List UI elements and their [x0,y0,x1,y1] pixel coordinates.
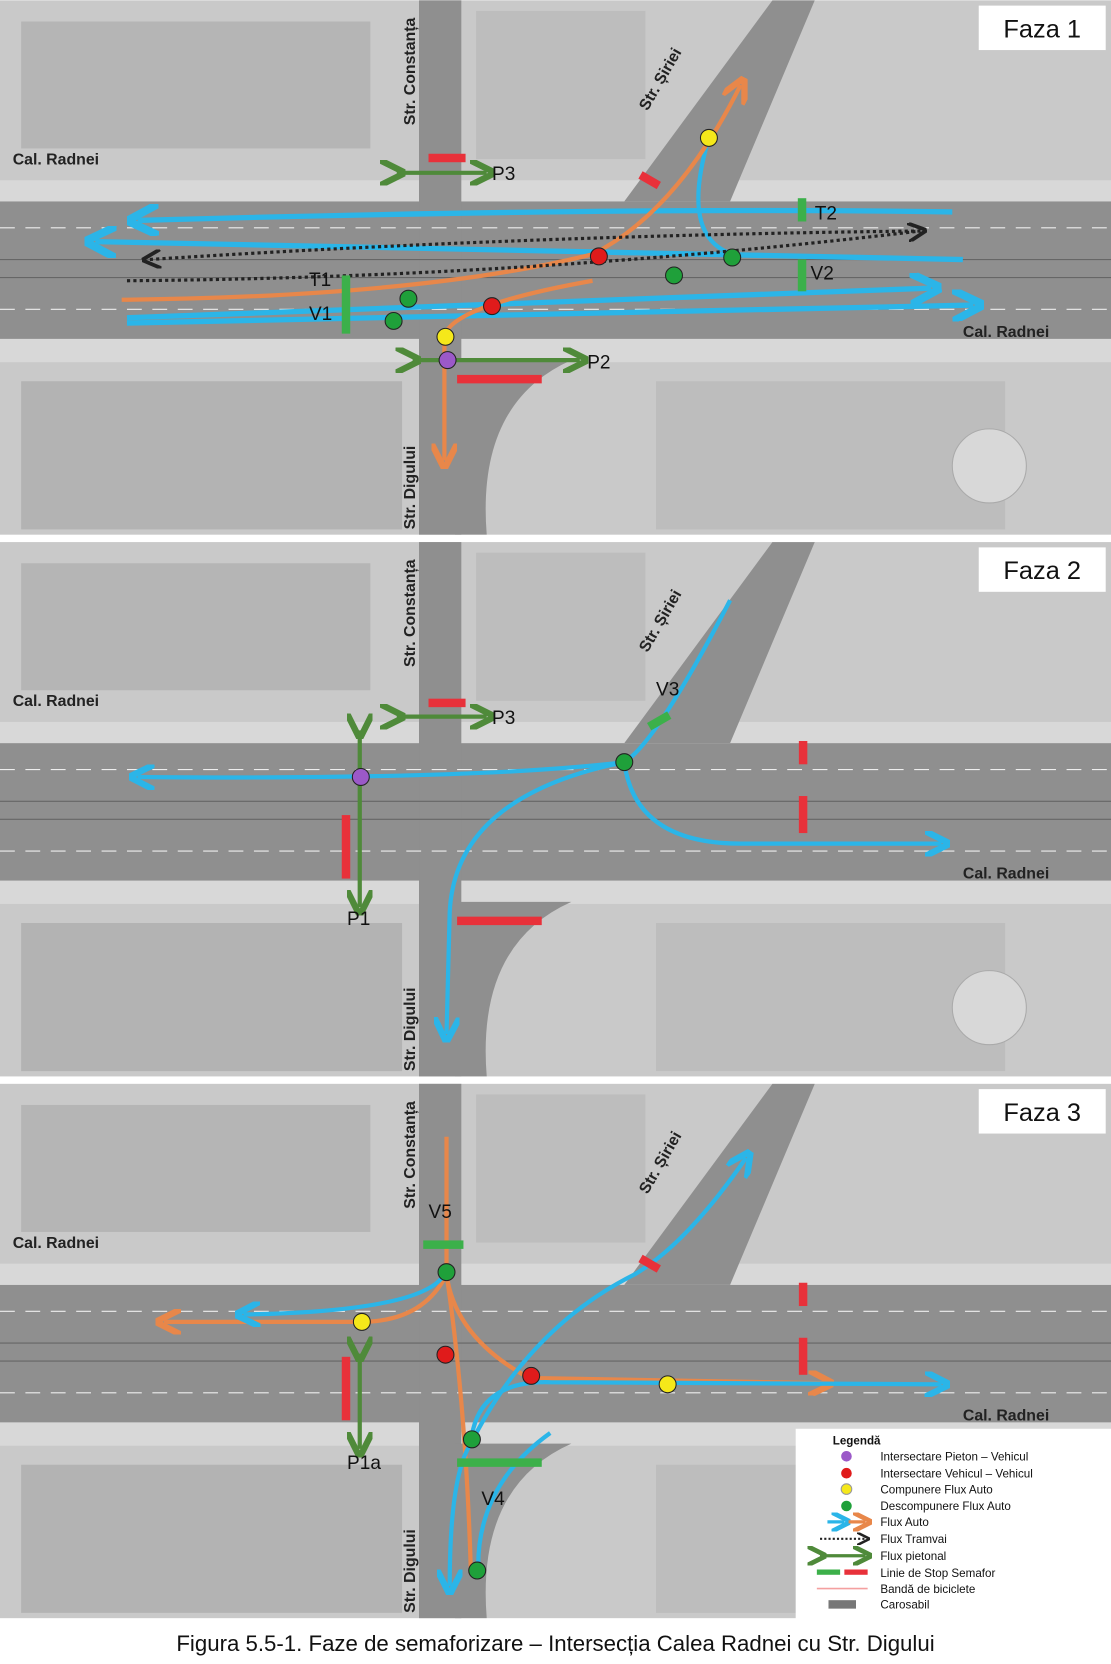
stop-line-green [457,1458,542,1467]
street-label-radnei-east: Cal. Radnei [963,324,1049,341]
phase-2-panel: Faza 2 Cal. Radnei Cal. Radnei Str. Cons… [0,541,1111,1077]
street-label-radnei-east: Cal. Radnei [963,866,1049,883]
conflict-points [384,128,742,370]
signal-label: P1a [347,1453,381,1474]
stop-line-red [798,741,808,765]
stop-line-red [798,1337,808,1375]
street-label-constanta: Str. Constanța [402,559,419,667]
auto-flow-arrow [450,1442,473,1587]
street-label-radnei-east: Cal. Radnei [963,1407,1049,1424]
street-label-radnei-west: Cal. Radnei [13,151,99,168]
street-label-digului: Str. Digului [402,987,419,1071]
auto-flow-arrow [126,288,931,321]
signal-label: V2 [811,264,834,285]
stop-line-red [341,1356,351,1421]
legend-item: Carosabil [880,1599,929,1612]
stop-line-red [457,916,542,926]
signal-label: P3 [492,708,515,729]
auto-flow-arrow [138,210,953,220]
stop-line-green [797,198,807,222]
legend-diverge-icon [841,1500,852,1512]
legend-item: Linie de Stop Semafor [880,1567,995,1580]
legend-item: Flux Auto [880,1516,928,1529]
legend-ped-veh-icon [841,1450,852,1462]
conflict-points [351,753,634,786]
auto-flow-arrow [468,1158,746,1445]
stop-line-red [798,1282,808,1307]
signal-label: P3 [492,164,515,185]
legend-item: Flux Tramvai [880,1533,947,1546]
legend-title: Legendă [833,1435,881,1448]
auto-flow-arrow [126,305,973,326]
legend-item: Compunere Flux Auto [880,1483,992,1496]
stop-line-red [798,796,808,834]
phase-3-panel: Faza 3 Cal. Radnei Cal. Radnei Str. Cons… [0,1083,1111,1620]
legend-item: Descompunere Flux Auto [880,1500,1011,1513]
stop-line-green [341,275,351,334]
legend-merge-icon [840,1483,853,1495]
stop-line-red [638,1254,661,1273]
legend-stop-red-icon [844,1569,868,1575]
stop-line-red [428,153,466,163]
legend-carriageway-icon [828,1600,856,1609]
signal-label: P2 [587,353,610,374]
figure-caption: Figura 5.5-1. Faze de semaforizare – Int… [176,1631,934,1656]
legend-item: Bandă de biciclete [880,1583,975,1596]
conflict-points [352,1263,677,1580]
street-label-digului: Str. Digului [402,446,419,530]
auto-flow-arrow-orange [444,1273,473,1571]
phase-title: Faza 1 [1003,15,1081,43]
signal-label: V3 [656,680,679,701]
phase-1-panel: Faza 1 Cal. Radnei Cal. Radnei Str. Cons… [0,0,1111,536]
signal-label: V5 [429,1202,452,1223]
stop-line-red [638,171,661,190]
tram-flow-arrow [148,229,921,260]
tram-flow-arrow [126,231,921,283]
stop-line-red [457,374,542,384]
auto-flow-arrow [476,1431,552,1571]
stop-line-red [428,698,466,708]
signal-label: V4 [481,1489,505,1510]
auto-flow-arrow [447,760,625,1034]
phase-title: Faza 3 [1003,1099,1081,1127]
legend-item: Intersectare Pieton – Vehicul [880,1451,1028,1464]
signal-label: V1 [309,304,332,325]
auto-flow-arrow [468,1382,942,1444]
legend-stop-green-icon [816,1569,841,1575]
phase-title: Faza 2 [1003,557,1081,585]
street-label-radnei-west: Cal. Radnei [13,693,99,710]
street-label-constanta: Str. Constanța [402,1101,419,1209]
auto-flow-arrow [95,242,963,263]
legend: Legendă Intersectare Pieton – Vehicul In… [795,1428,1111,1620]
signal-label: P1 [347,909,370,930]
auto-flow-arrow [243,1273,447,1314]
signal-label: T1 [309,270,331,291]
street-label-constanta: Str. Constanța [402,18,419,126]
street-label-digului: Str. Digului [402,1529,419,1613]
stop-line-green [797,259,807,292]
stop-line-green [646,711,672,731]
stop-line-green [423,1240,464,1249]
signal-label: T2 [815,203,837,224]
street-label-radnei-west: Cal. Radnei [13,1235,99,1252]
legend-item: Flux pietonal [880,1550,946,1563]
legend-veh-veh-icon [841,1467,852,1479]
stop-line-red [341,815,351,879]
auto-flow-arrow [622,761,941,843]
legend-item: Intersectare Vehicul – Vehicul [880,1467,1033,1480]
auto-flow-arrow [138,599,732,777]
auto-flow-arrow-orange [121,85,741,302]
